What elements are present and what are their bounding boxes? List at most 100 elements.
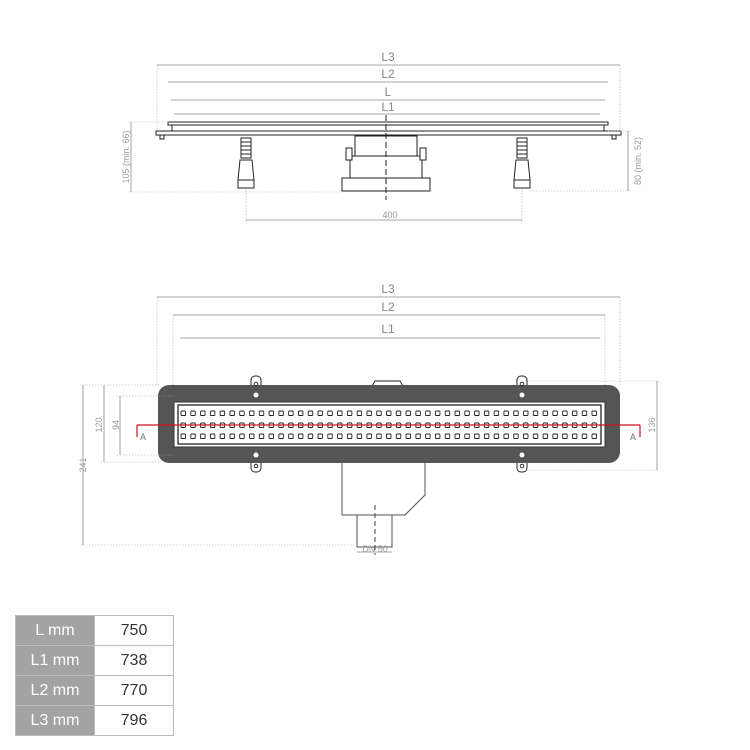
grate-hole [425,433,431,439]
grate-hole [386,433,392,439]
grate-hole [307,410,314,416]
grate-hole [327,433,333,439]
grate-hole [317,410,323,416]
grate-hole [571,410,578,416]
grate-hole [297,410,304,416]
dim-label-grate-width: 94 [111,420,121,430]
leveling-leg-left [237,137,255,189]
dim-label-outlet: DN 50 [362,544,388,554]
grate-hole [474,410,480,416]
grate-hole [405,433,412,439]
grate-hole [180,410,186,416]
grate-hole [376,410,382,416]
grate-hole [513,433,519,439]
dim-label-l1-top: L1 [381,322,395,336]
grate-hole [209,433,216,439]
grate-hole [434,433,441,439]
grate-hole [356,410,363,416]
grate-hole [376,433,382,439]
grate-hole [464,410,470,416]
grate-hole [239,433,245,439]
grate-hole [395,410,402,416]
outlet-pipe [341,461,426,555]
grate-hole [327,410,333,416]
row-label: L3 mm [15,705,95,736]
grate-hole [425,410,431,416]
grate-hole [532,410,539,416]
dim-label-l2-top: L2 [381,300,395,314]
grate-hole [395,433,402,439]
grate-hole [307,433,314,439]
side-view: L3 L2 L L1 [121,50,643,222]
grate-hole [474,433,480,439]
row-label: L1 mm [15,645,95,676]
grate-hole [337,433,343,439]
dim-label-l1: L1 [381,100,395,114]
grate-hole [297,433,304,439]
dim-label-right-height: 80 (min. 52) [633,137,643,185]
dim-label-l: L [385,85,392,99]
row-value: 750 [94,615,174,646]
row-label: L2 mm [15,675,95,706]
row-value: 770 [94,675,174,706]
grate-hole [209,410,216,416]
section-marker-right: A [630,432,637,442]
grate-hole [523,410,529,416]
grate-hole [219,410,226,416]
grate-hole [249,433,255,439]
dim-label-frame-width: 120 [94,417,104,432]
grate-hole [386,410,392,416]
grate-hole [581,433,588,439]
grate-hole [229,410,235,416]
grate-hole [317,433,323,439]
grate-hole [229,433,235,439]
grate-hole [454,433,460,439]
dim-label-l2: L2 [381,67,395,81]
grate-hole [483,410,490,416]
grate-hole [444,410,451,416]
grate-hole [415,433,421,439]
drain-body [341,115,431,200]
grate-hole [444,433,451,439]
row-value: 796 [94,705,174,736]
grate-hole [268,433,275,439]
grate-hole [532,433,539,439]
grate-hole [523,433,529,439]
mounting-screws [253,381,525,469]
row-label: L mm [15,615,95,646]
grate-hole [562,410,568,416]
grate-hole [493,433,500,439]
dim-label-leg-spacing: 400 [382,210,397,220]
grate-hole [366,433,372,439]
dim-label-flange-width: 136 [647,417,657,432]
dim-label-left-height: 105 (min. 66) [121,130,131,183]
grate-hole [513,410,519,416]
grate-hole [239,410,245,416]
grate-hole [190,433,196,439]
grate-hole [542,433,549,439]
grate-hole [552,410,558,416]
grate-hole [415,410,421,416]
grate-hole [190,410,196,416]
grate-hole [288,433,294,439]
grate-hole [552,433,558,439]
grate-hole [346,433,353,439]
grate-hole [366,410,372,416]
grate-hole [434,410,441,416]
grate-hole [258,433,265,439]
grate-hole [200,410,206,416]
grate-hole [581,410,588,416]
grate-hole [200,433,206,439]
grate-hole [405,410,412,416]
grate-hole [288,410,294,416]
grate-hole [337,410,343,416]
grate-hole [249,410,255,416]
grate-hole [180,433,186,439]
grate-hole [346,410,353,416]
channel-profile [155,121,622,140]
